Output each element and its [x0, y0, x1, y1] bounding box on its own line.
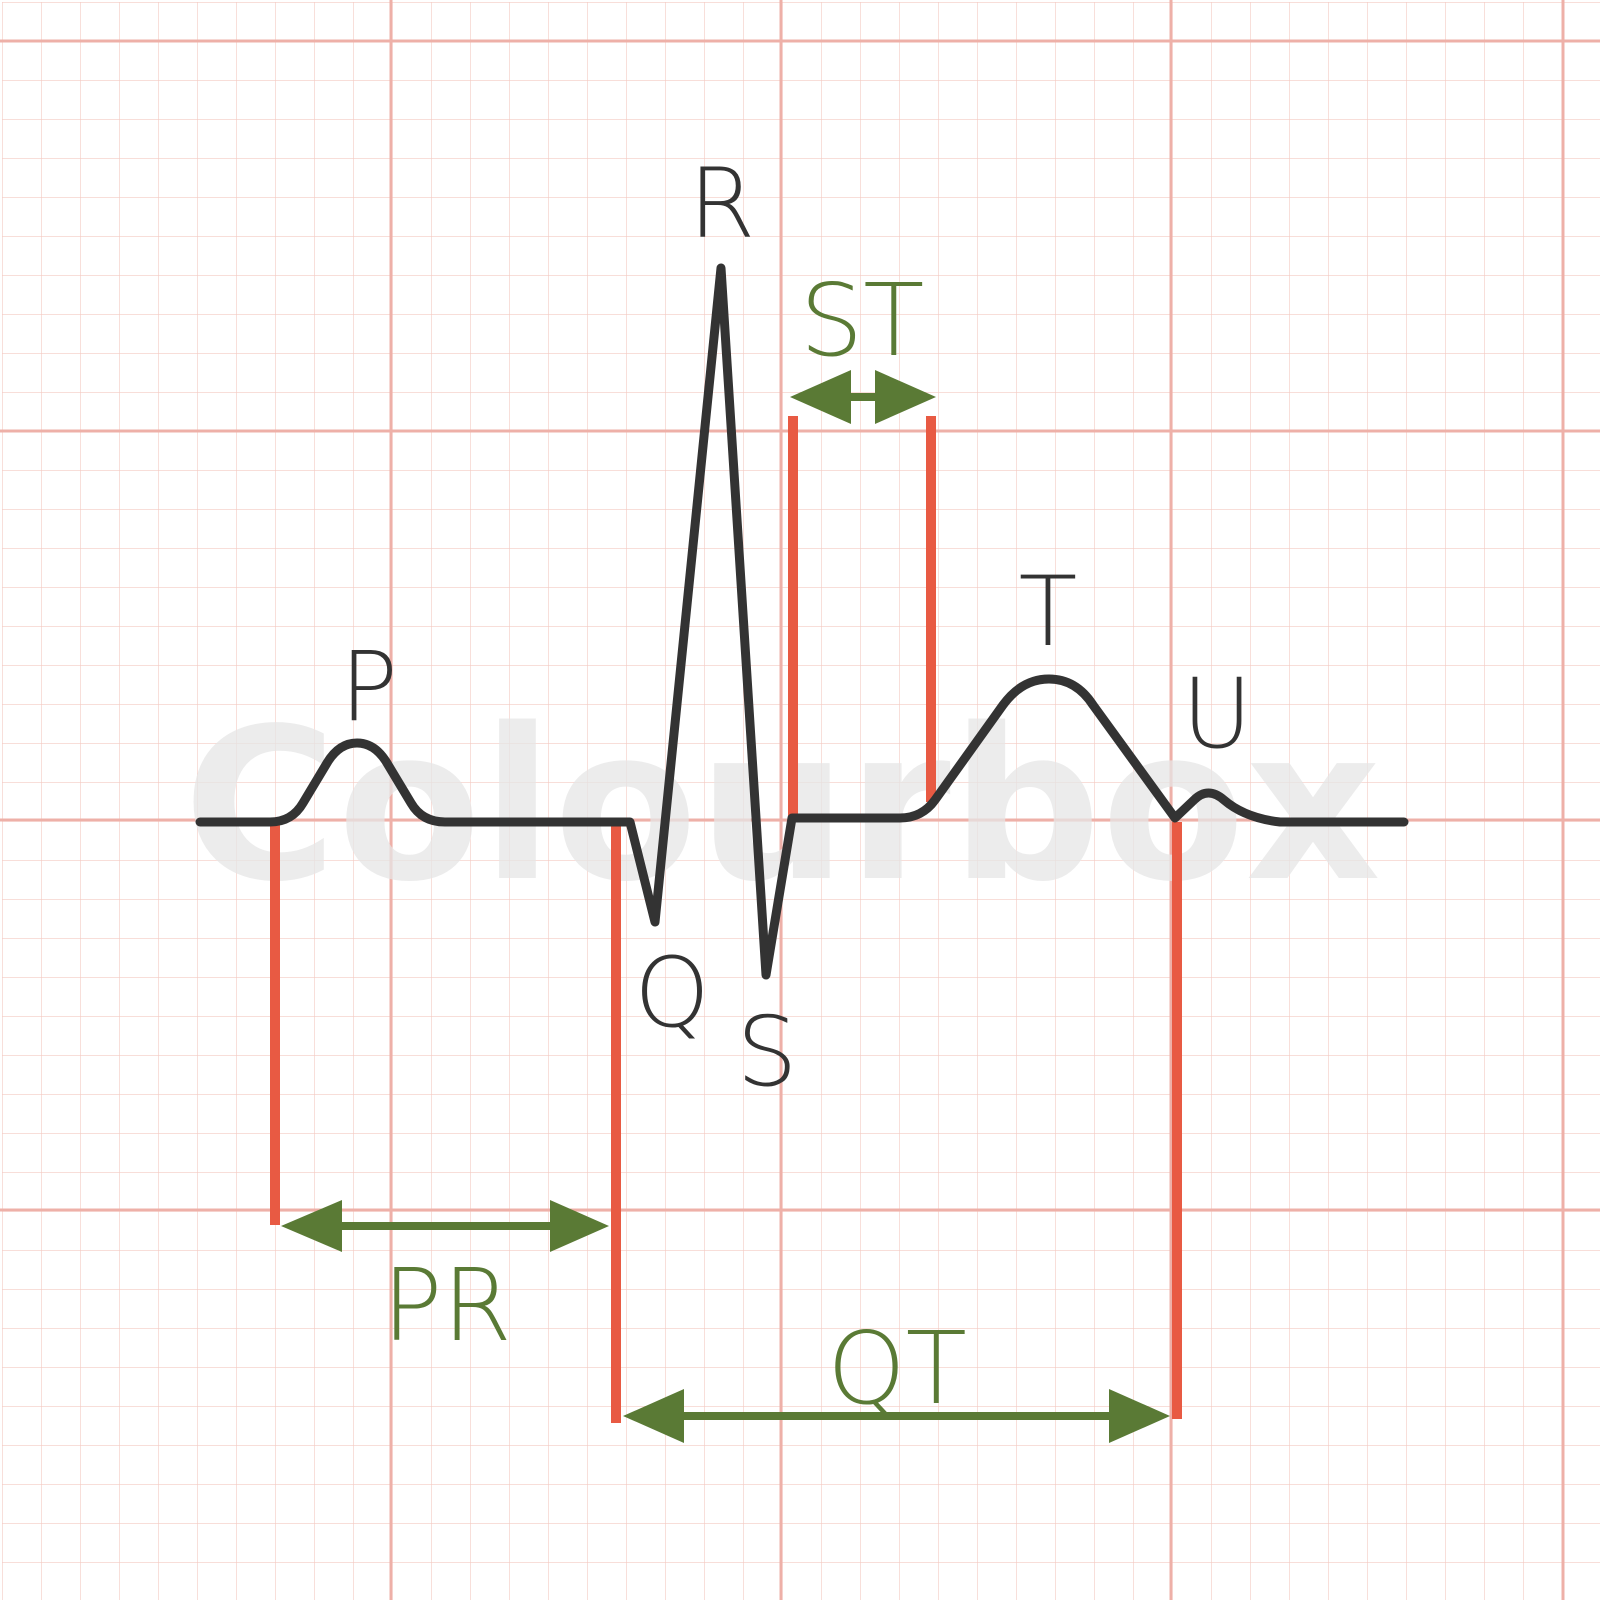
qt-interval-label: QT	[827, 1310, 967, 1427]
qt-arrow	[623, 1389, 1170, 1443]
wave-labels: P Q R S T U	[340, 148, 1252, 1108]
r-wave-label: R	[689, 148, 756, 260]
st-interval-label: ST	[800, 262, 925, 379]
ecg-trace	[195, 263, 1409, 980]
interval-arrows	[281, 370, 1170, 1443]
interval-labels: ST PR QT	[382, 262, 967, 1427]
interval-markers	[270, 416, 1182, 1423]
q-wave-label: Q	[634, 937, 710, 1049]
u-wave-label: U	[1182, 658, 1252, 770]
st-arrow	[790, 370, 936, 424]
t-wave-label: T	[1019, 556, 1078, 668]
pr-interval-label: PR	[382, 1247, 512, 1364]
p-wave-label: P	[340, 631, 398, 743]
s-wave-label: S	[737, 996, 798, 1108]
pr-arrow	[281, 1200, 609, 1252]
